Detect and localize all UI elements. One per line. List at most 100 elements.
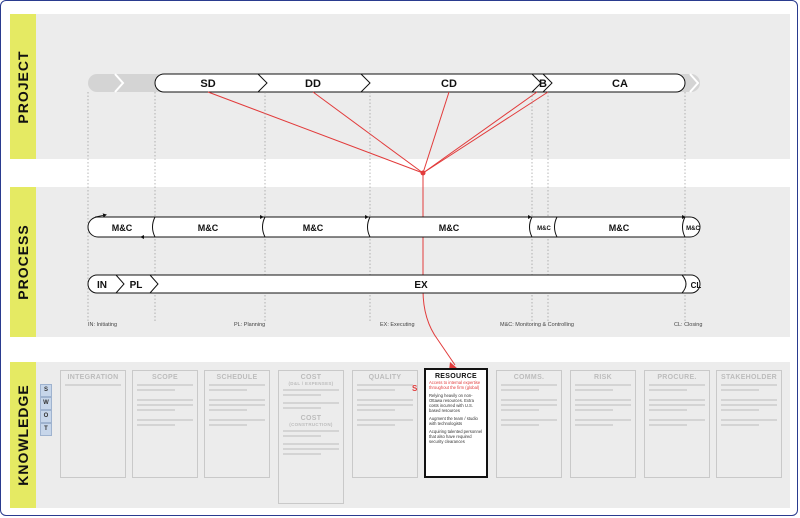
phase-cd: CD bbox=[441, 78, 457, 90]
swot-t[interactable]: T bbox=[40, 423, 52, 436]
phase-divider bbox=[257, 73, 268, 93]
card-title: INTEGRATION bbox=[67, 374, 119, 381]
placeholder-line bbox=[283, 443, 339, 445]
placeholder-line bbox=[137, 404, 193, 406]
placeholder-line bbox=[137, 399, 193, 401]
placeholder-line bbox=[137, 409, 176, 411]
knowledge-card-schedule[interactable]: SCHEDULE bbox=[204, 370, 270, 478]
legend-closing: CL: Closing bbox=[674, 322, 703, 328]
mc-label: M&C bbox=[439, 223, 460, 233]
placeholder-line bbox=[357, 389, 396, 391]
placeholder-line bbox=[575, 404, 631, 406]
placeholder-line bbox=[501, 409, 540, 411]
placeholder-line bbox=[283, 389, 339, 391]
placeholder-line bbox=[501, 424, 540, 426]
placeholder-line bbox=[649, 389, 688, 391]
placeholder-line bbox=[501, 384, 557, 386]
swot-s[interactable]: S bbox=[40, 384, 52, 397]
mc-label: M&C bbox=[303, 223, 324, 233]
placeholder-line bbox=[137, 419, 193, 421]
legend-executing: EX: Executing bbox=[380, 322, 415, 328]
placeholder-line bbox=[721, 389, 760, 391]
card-title-secondary: COST bbox=[300, 415, 322, 422]
knowledge-card-risk[interactable]: RISK bbox=[570, 370, 636, 478]
strength-marker: S bbox=[412, 384, 418, 393]
placeholder-line bbox=[357, 384, 413, 386]
resource-opportunity-text: Augment the team / studio with technolog… bbox=[429, 416, 478, 426]
knowledge-card-stakeholder[interactable]: STAKEHOLDER bbox=[716, 370, 782, 478]
placeholder-line bbox=[575, 419, 631, 421]
exec-row bbox=[87, 274, 701, 294]
swot-o[interactable]: O bbox=[40, 410, 52, 423]
knowledge-card-procure[interactable]: PROCURE. bbox=[644, 370, 710, 478]
connector-node bbox=[420, 170, 426, 176]
placeholder-line bbox=[721, 384, 777, 386]
placeholder-line bbox=[649, 399, 705, 401]
placeholder-line bbox=[283, 430, 339, 432]
process-band: PROCESS bbox=[10, 187, 790, 337]
placeholder-line bbox=[649, 424, 688, 426]
mc-label: M&C bbox=[112, 223, 133, 233]
placeholder-line bbox=[65, 384, 121, 386]
placeholder-line bbox=[721, 424, 760, 426]
phase-pill bbox=[154, 73, 686, 93]
placeholder-line bbox=[137, 389, 176, 391]
exec-ex: EX bbox=[414, 280, 428, 291]
placeholder-line bbox=[209, 404, 265, 406]
knowledge-card-integration[interactable]: INTEGRATION bbox=[60, 370, 126, 478]
placeholder-line bbox=[649, 384, 705, 386]
placeholder-line bbox=[721, 399, 777, 401]
placeholder-line bbox=[501, 399, 557, 401]
mc-label: M&C bbox=[686, 226, 700, 232]
placeholder-line bbox=[357, 399, 413, 401]
swot-w[interactable]: W bbox=[40, 397, 52, 410]
exec-in: IN bbox=[97, 280, 107, 291]
placeholder-line bbox=[209, 424, 248, 426]
placeholder-line bbox=[209, 399, 265, 401]
resource-threat-text: Acquiring talented personnel that also h… bbox=[429, 429, 483, 444]
card-title: COMMS. bbox=[513, 374, 545, 381]
placeholder-line bbox=[137, 384, 193, 386]
placeholder-line bbox=[501, 389, 540, 391]
knowledge-card-quality[interactable]: QUALITY bbox=[352, 370, 418, 478]
placeholder-line bbox=[357, 424, 396, 426]
placeholder-line bbox=[501, 419, 557, 421]
placeholder-line bbox=[575, 384, 631, 386]
knowledge-card-resource[interactable]: RESOURCE Access to internal expertise th… bbox=[424, 368, 488, 478]
card-subtitle-secondary: (CONSTRUCTION) bbox=[289, 422, 333, 427]
phase-sd: SD bbox=[200, 78, 215, 90]
resource-strength-text: Access to internal expertise throughout … bbox=[429, 380, 481, 390]
knowledge-card-scope[interactable]: SCOPE bbox=[132, 370, 198, 478]
phase-divider bbox=[360, 73, 371, 93]
placeholder-line bbox=[501, 404, 557, 406]
placeholder-line bbox=[649, 419, 705, 421]
placeholder-line bbox=[357, 409, 396, 411]
legend-planning: PL: Planning bbox=[234, 322, 266, 328]
knowledge-band-label: KNOWLEDGE bbox=[10, 362, 36, 508]
mc-cycle-row bbox=[87, 216, 701, 238]
placeholder-line bbox=[575, 399, 631, 401]
placeholder-line bbox=[283, 448, 339, 450]
card-title: STAKEHOLDER bbox=[720, 374, 778, 381]
card-title: COST bbox=[300, 374, 322, 381]
placeholder-line bbox=[721, 404, 777, 406]
knowledge-card-comms[interactable]: COMMS. bbox=[496, 370, 562, 478]
exec-divider bbox=[681, 274, 687, 294]
card-title: SCHEDULE bbox=[216, 374, 258, 381]
card-title: QUALITY bbox=[368, 374, 402, 381]
placeholder-line bbox=[283, 407, 322, 409]
placeholder-line bbox=[357, 404, 413, 406]
legend-monitoring: M&C: Monitoring & Controlling bbox=[500, 322, 574, 328]
mc-arrows bbox=[94, 213, 686, 239]
phase-dd: DD bbox=[305, 78, 321, 90]
placeholder-line bbox=[283, 435, 322, 437]
placeholder-line bbox=[721, 419, 777, 421]
card-title: RESOURCE bbox=[434, 373, 478, 380]
track-chevron-icon bbox=[114, 73, 125, 93]
placeholder-line bbox=[283, 394, 322, 396]
card-title: PROCURE. bbox=[657, 374, 697, 381]
placeholder-line bbox=[649, 404, 705, 406]
knowledge-card-cost[interactable]: COST (D&L / EXPENSES) COST (CONSTRUCTION… bbox=[278, 370, 344, 504]
